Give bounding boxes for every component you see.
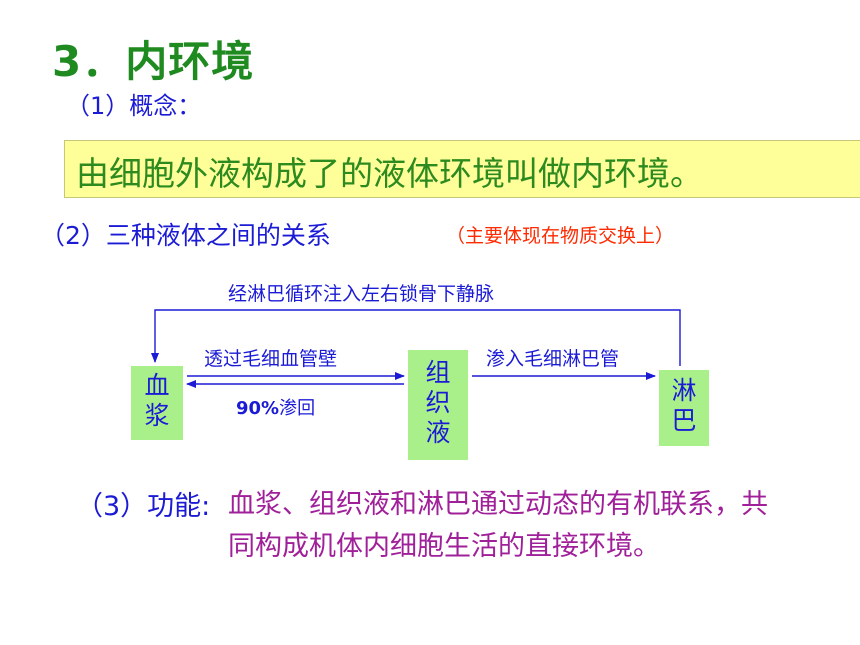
- concept-label: （1）概念：: [66, 92, 202, 120]
- node-tissue-char: 组: [425, 358, 451, 387]
- return-percentage: 90%: [236, 398, 280, 419]
- node-plasma: 血 浆: [131, 366, 183, 440]
- function-text: 血浆、组织液和淋巴通过动态的有机联系，共同构成机体内细胞生活的直接环境。: [228, 489, 768, 562]
- node-lymph-char: 巴: [671, 406, 697, 435]
- edge-label-tissue-to-plasma: 90%渗回: [236, 394, 315, 420]
- definition-text: 由细胞外液构成了的液体环境叫做内环境。: [76, 154, 703, 193]
- definition-highlight-box: [64, 140, 860, 198]
- function-label: （3）功能:: [76, 491, 211, 522]
- edge-label-plasma-to-tissue: 透过毛细血管壁: [204, 348, 338, 370]
- node-tissue-char: 液: [425, 418, 451, 447]
- edge-label-tissue-to-lymph: 渗入毛细淋巴管: [486, 348, 620, 370]
- return-text: 渗回: [279, 398, 316, 419]
- slide-title: 3．内环境: [52, 37, 255, 86]
- node-tissue-char: 织: [425, 388, 451, 417]
- node-plasma-char: 浆: [144, 401, 170, 430]
- edge-label-lymph-to-plasma: 经淋巴循环注入左右锁骨下静脉: [228, 283, 495, 305]
- node-lymph-char: 淋: [671, 376, 697, 405]
- relationship-label: （2）三种液体之间的关系: [40, 221, 331, 250]
- relationship-note: （主要体现在物质交换上）: [446, 225, 675, 247]
- node-tissue-fluid: 组 织 液: [408, 350, 468, 460]
- node-lymph: 淋 巴: [659, 370, 709, 446]
- node-plasma-char: 血: [144, 371, 170, 400]
